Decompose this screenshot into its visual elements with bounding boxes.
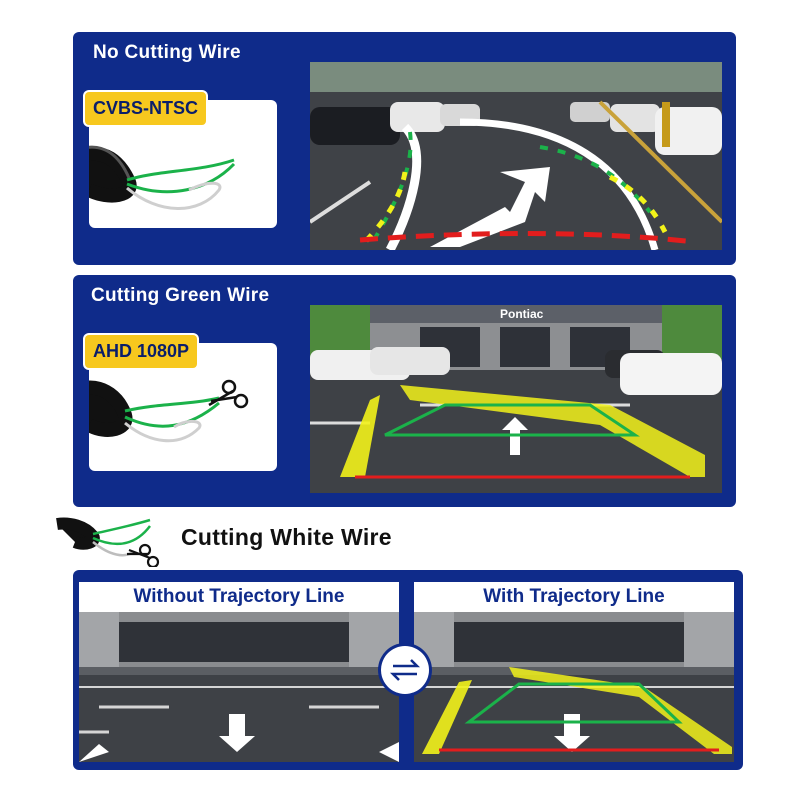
wire-bundle-scissors-icon (89, 379, 249, 443)
wire-bundle-icon (89, 145, 236, 210)
section-title: No Cutting Wire (93, 42, 241, 63)
section-title: Cutting White Wire (181, 524, 392, 550)
cut-white-wire-icon (55, 512, 165, 569)
swap-arrows-icon (381, 646, 429, 694)
parking-lot-photo-guides (310, 62, 722, 250)
signal-badge: CVBS-NTSC (85, 92, 207, 125)
section-no-cutting-wire: No Cutting Wire CVBS-NTSC (73, 32, 736, 265)
section-title: Cutting Green Wire (91, 285, 270, 306)
storefront-sign: Pontiac (500, 307, 544, 321)
without-trajectory-label: Without Trajectory Line (79, 582, 399, 612)
parking-photo-with-trajectory (414, 612, 734, 762)
parking-photo-without-trajectory (79, 612, 399, 762)
signal-badge: AHD 1080P (85, 335, 198, 368)
section-cutting-green-wire: Cutting Green Wire AHD 1080P Pontiac (73, 275, 736, 507)
section-cutting-white-wire: Without Trajectory Line With Trajectory … (73, 570, 743, 770)
storefront-parking-photo-trajectory: Pontiac (310, 305, 722, 493)
with-trajectory-label: With Trajectory Line (414, 582, 734, 612)
